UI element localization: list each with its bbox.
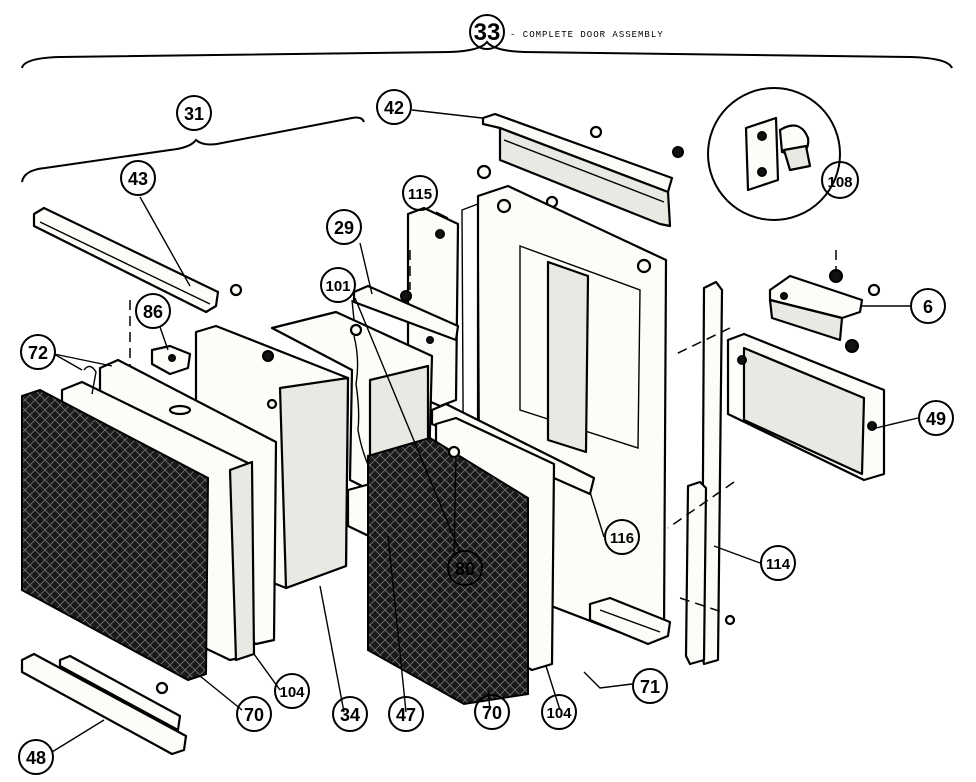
svg-text:72: 72 [28, 343, 48, 363]
callout-70-right: 70 [474, 694, 510, 730]
svg-text:33: 33 [474, 19, 501, 46]
part-70-filter-left [21, 388, 210, 682]
svg-text:70: 70 [244, 705, 264, 725]
part-108-hinge-detail [707, 87, 841, 221]
part-49-box [726, 332, 886, 482]
svg-text:108: 108 [827, 174, 852, 191]
alignment-line [675, 327, 731, 355]
callout-47: 47 [388, 696, 424, 732]
part-114-strip [684, 280, 736, 666]
callout-104-left: 104 [274, 673, 310, 709]
svg-text:49: 49 [926, 409, 946, 429]
svg-text:116: 116 [610, 530, 634, 547]
svg-text:80: 80 [455, 559, 475, 579]
svg-text:104: 104 [279, 684, 305, 701]
callout-72: 72 [20, 334, 56, 370]
svg-text:101: 101 [325, 278, 350, 295]
part-86-clip [150, 344, 192, 376]
part-6-bracket [768, 269, 881, 353]
svg-text:34: 34 [340, 705, 360, 725]
leader-lines [51, 109, 919, 753]
svg-text:115: 115 [408, 186, 432, 203]
alignment-line [667, 481, 735, 529]
callout-86: 86 [135, 293, 171, 329]
svg-text:42: 42 [384, 98, 404, 118]
callout-29: 29 [326, 209, 362, 245]
svg-text:48: 48 [26, 748, 46, 768]
assembly-brace-33 [21, 40, 953, 69]
callout-80: 80 [447, 550, 483, 586]
callout-33: 33 [469, 14, 505, 50]
callout-42: 42 [376, 89, 412, 125]
svg-text:31: 31 [184, 104, 204, 124]
callout-48: 48 [18, 739, 54, 775]
callout-34: 34 [332, 696, 368, 732]
callout-70-left: 70 [236, 696, 272, 732]
callout-101: 101 [320, 267, 356, 303]
part-71-channel [588, 596, 672, 646]
callout-43: 43 [120, 160, 156, 196]
callout-114: 114 [760, 545, 796, 581]
alignment-line [679, 597, 723, 613]
callout-31: 31 [176, 95, 212, 131]
callout-116: 116 [604, 519, 640, 555]
svg-text:47: 47 [396, 705, 416, 725]
svg-text:114: 114 [766, 556, 791, 573]
svg-text:70: 70 [482, 703, 502, 723]
callout-115: 115 [402, 175, 438, 211]
svg-text:71: 71 [640, 677, 660, 697]
callout-71: 71 [632, 668, 668, 704]
assembly-caption: - COMPLETE DOOR ASSEMBLY [510, 30, 664, 40]
callout-104-right: 104 [541, 694, 577, 730]
assembly-brace-31 [21, 116, 365, 183]
svg-text:104: 104 [546, 705, 572, 722]
part-42-top-rail [476, 112, 684, 228]
part-43-rail [32, 206, 243, 314]
callout-6: 6 [910, 288, 946, 324]
part-48-rail [20, 652, 188, 756]
svg-text:86: 86 [143, 302, 163, 322]
callout-108: 108 [821, 161, 859, 199]
svg-text:6: 6 [923, 297, 933, 317]
callout-49: 49 [918, 400, 954, 436]
svg-text:43: 43 [128, 169, 148, 189]
svg-text:29: 29 [334, 218, 354, 238]
